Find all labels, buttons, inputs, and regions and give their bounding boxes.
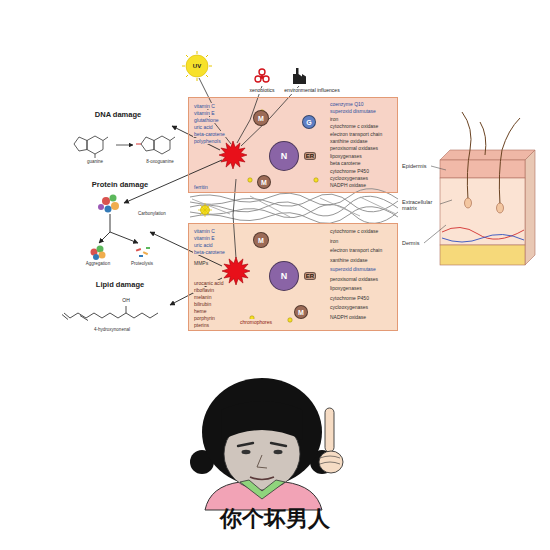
panel-text: bilirubin: [193, 301, 212, 307]
factory-icon: [293, 68, 306, 84]
meme-caption: 你个坏男人: [220, 507, 330, 531]
panel-text: electron transport chain: [329, 247, 383, 253]
panel-text: iron: [329, 238, 339, 244]
panel-text: vitamin E: [193, 110, 216, 116]
panel-text: cytochrome c oxidase: [329, 228, 379, 234]
organelle-label: M: [258, 237, 264, 244]
organelle: ER: [304, 272, 316, 280]
panel-text: chromophores: [239, 319, 273, 325]
lipid-structure: [62, 306, 158, 321]
panel-text: cytochrome c oxidase: [329, 123, 379, 129]
damage-heading: Protein damage: [92, 181, 148, 189]
cell-panel: vitamin Cvitamin Eglutathioneuric acidbe…: [188, 97, 398, 193]
panel-text: beta-carotene: [193, 249, 226, 255]
panel-text: vitamin C: [193, 228, 216, 234]
panel-text: porphyrin: [193, 315, 216, 321]
panel-text: vitamin E: [193, 235, 216, 241]
panel-text: cyclooxygenases: [329, 175, 369, 181]
source-label: xenobiotics: [249, 88, 274, 94]
organelle-label: ER: [306, 273, 314, 279]
panel-text: glutathione: [193, 117, 219, 123]
organelle: G: [302, 115, 316, 129]
panel-text: xanthine oxidase: [329, 257, 369, 263]
cell-panel: vitamin Cvitamin Euric acidbeta-carotene…: [188, 223, 398, 331]
aggregate: [91, 246, 106, 261]
panel-text: polyphenols: [193, 138, 222, 144]
organelle-label: M: [298, 309, 304, 316]
organelle-label: ER: [306, 153, 314, 159]
organelle: N: [269, 141, 299, 171]
panel-text: cytochrome P450: [329, 168, 370, 174]
panel-text: MMPs: [193, 260, 209, 266]
panel-text: cytochrome P450: [329, 295, 370, 301]
guanine-structures: [74, 136, 175, 158]
panel-text: uric acid: [193, 124, 214, 130]
organelle: M: [253, 110, 269, 126]
panel-text: peroxisomal oxidases: [329, 145, 379, 151]
source-label: environmental influences: [284, 88, 339, 94]
process-label: Proteolysis: [131, 262, 153, 267]
panel-text: riboflavin: [193, 287, 215, 293]
layer-label: Epidermis: [402, 163, 426, 169]
panel-text: beta carotene: [329, 160, 362, 166]
panel-text: lipoxygenases: [329, 153, 363, 159]
panel-text: vitamin C: [193, 103, 216, 109]
panel-text: cyclooxygenases: [329, 304, 369, 310]
panel-text: pterins: [193, 322, 210, 328]
panel-text: superoxid dismutase: [329, 266, 377, 272]
panel-text: lipoxygenases: [329, 285, 363, 291]
organelle: N: [269, 261, 299, 291]
panel-text: heme: [193, 308, 208, 314]
panel-text: coenzyme Q10: [329, 101, 365, 107]
uv-sun: [182, 51, 212, 81]
molecule-name: guanine: [87, 160, 103, 165]
organelle: M: [294, 305, 308, 319]
organelle: ER: [304, 152, 316, 160]
ros-dots: [248, 110, 318, 322]
panel-text: superoxid dismutase: [329, 108, 377, 114]
organelle-label: G: [306, 119, 311, 126]
organelle-label: M: [261, 179, 267, 186]
organelle-label: M: [258, 115, 264, 122]
matrix-fibres: [190, 189, 398, 224]
damage-arrows: [124, 126, 222, 305]
uv-label: UV: [193, 63, 201, 70]
process-label: Carbonylation: [138, 212, 166, 217]
molecule-name: 4-hydroxynonenal: [94, 328, 130, 333]
molecule-name: 8-oxoguanine: [146, 160, 173, 165]
organelle: M: [257, 175, 271, 189]
panel-text: beta-carotene: [193, 131, 226, 137]
meme-figure: [190, 378, 343, 510]
ros-burst: [222, 257, 250, 285]
fragments: [136, 247, 150, 257]
epidermis-panel-fill: [188, 97, 398, 193]
ros-spark: [198, 203, 212, 217]
panel-text: uric acid: [193, 242, 214, 248]
panel-text: iron: [329, 116, 339, 122]
panel-text: NADPH oxidase: [329, 314, 367, 320]
panel-text: ferritin: [193, 184, 209, 190]
biohazard-icon: [255, 69, 269, 82]
panel-text: urocanic acid: [193, 280, 224, 286]
panel-text: melanin: [193, 294, 213, 300]
panel-text: NADPH oxidase: [329, 182, 367, 188]
layer-label: Dermis: [402, 240, 419, 246]
organelle: M: [253, 232, 269, 248]
damage-heading: Lipid damage: [96, 281, 144, 289]
panel-text: peroxisomal oxidases: [329, 276, 379, 282]
damage-heading: DNA damage: [95, 111, 141, 119]
process-label: Aggregation: [86, 262, 110, 267]
organelle-label: N: [281, 152, 288, 161]
dermis-panel-fill: [188, 223, 398, 331]
ros-burst: [219, 141, 247, 169]
panel-text: xanthine oxidase: [329, 138, 369, 144]
skin-block: [440, 112, 535, 265]
protein-fork: [99, 214, 138, 243]
protein-cluster: [98, 195, 119, 213]
atom-label: OH: [122, 298, 130, 304]
organelle-label: N: [281, 272, 288, 281]
layer-label: Extracellular matrix: [402, 199, 438, 211]
panel-text: electron transport chain: [329, 131, 383, 137]
